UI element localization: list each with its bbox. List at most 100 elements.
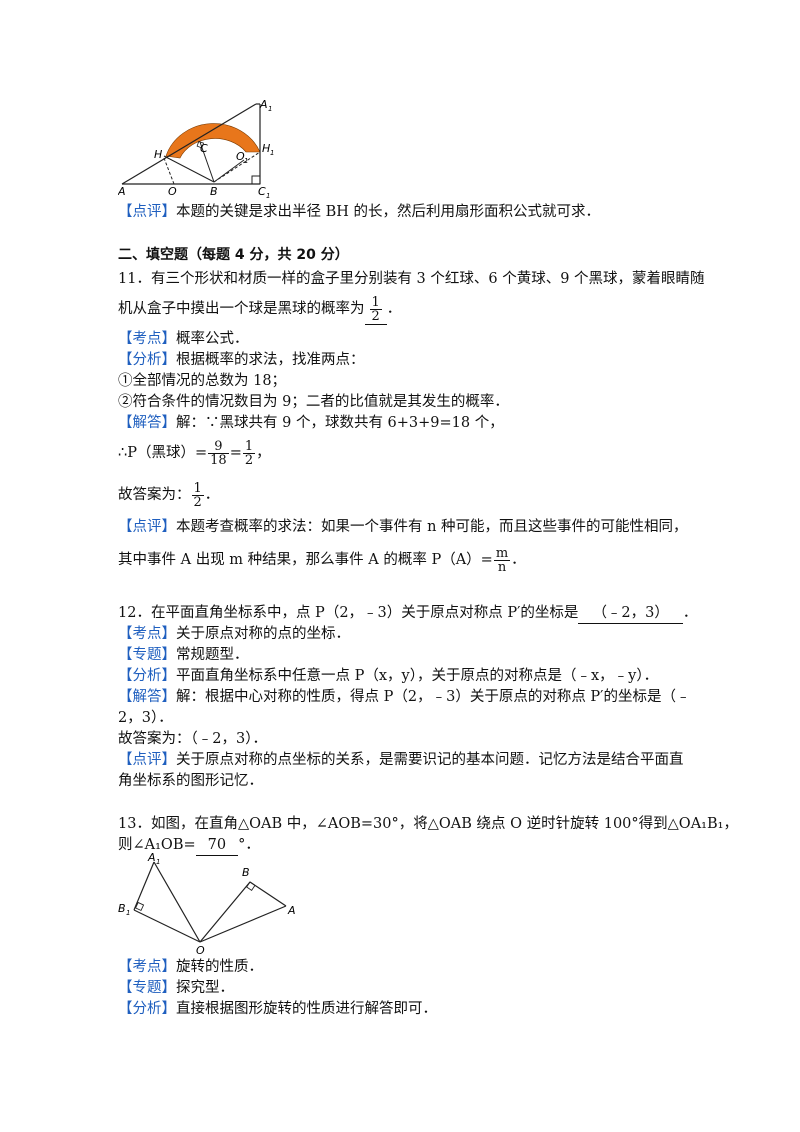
label-B1-sub: 1 (126, 909, 130, 917)
kaodian-text: 旋转的性质． (176, 959, 263, 975)
frac-num: 9 (208, 440, 229, 454)
q13-stem-line2: 则∠A₁OB=70°． (118, 835, 260, 856)
q11-jieda: 【解答】解：∵黑球共有 9 个，球数共有 6+3+9=18 个， (118, 413, 504, 433)
kaodian-tag: 【考点】 (118, 959, 176, 975)
jieda-tag: 【解答】 (118, 689, 176, 705)
q12-dianping-line2: 角坐标系的图形记忆． (118, 773, 263, 789)
frac-num: 1 (242, 438, 256, 454)
jieda-tag: 【解答】 (118, 415, 176, 431)
calc-prefix: ∴P（黑球）= (118, 445, 208, 461)
q11-end: ． (386, 301, 402, 317)
kaodian-text: 概率公式． (176, 331, 249, 347)
fenxi-tag: 【分析】 (118, 352, 176, 368)
fenxi-text: 平面直角坐标系中任意一点 P（x，y），关于原点的对称点是（﹣x，﹣y）． (176, 668, 659, 684)
q11-stem-line1: 11．有三个形状和材质一样的盒子里分别装有 3 个红球、6 个黄球、9 个黑球，… (118, 271, 705, 287)
zhuanti-tag: 【专题】 (118, 647, 176, 663)
q12-end: ． (682, 605, 698, 621)
fenxi-tag: 【分析】 (118, 668, 176, 684)
zhuanti-text: 常规题型． (176, 647, 249, 663)
label-A1-sub: 1 (156, 858, 160, 866)
label-A1-sub: 1 (268, 105, 272, 113)
label-O1-sub: 1 (244, 157, 248, 165)
q13-stem-text: 则∠A₁OB= (118, 837, 196, 853)
dianping-tag: 【点评】 (118, 752, 176, 768)
frac-den: 18 (210, 452, 227, 468)
q11-fenxi-point1: ①全部情况的总数为 18； (118, 373, 287, 389)
jieda-text: 解：∵黑球共有 9 个，球数共有 6+3+9=18 个， (176, 415, 504, 431)
label-C1-sub: 1 (266, 192, 270, 200)
label-B: B (210, 185, 218, 198)
dianping-text: 其中事件 A 出现 m 种结果，那么事件 A 的概率 P（A）= (118, 552, 493, 568)
label-O1: O (236, 150, 245, 163)
frac-den: 2 (371, 308, 380, 324)
kaodian-text: 关于原点对称的点的坐标． (176, 626, 350, 642)
q13-end: °． (238, 837, 260, 853)
q13-fenxi: 【分析】直接根据图形旋转的性质进行解答即可． (118, 999, 437, 1019)
label-A: A (287, 904, 296, 917)
label-O: O (196, 944, 205, 956)
zhuanti-text: 探究型． (176, 980, 234, 996)
section-heading: 二、填空题（每题 4 分，共 20 分） (118, 247, 349, 263)
dianping-text: 关于原点对称的点坐标的关系，是需要识记的基本问题．记忆方法是结合平面直 (176, 752, 684, 768)
label-C: C (200, 142, 208, 155)
dianping-end: ． (511, 552, 526, 568)
label-B: B (242, 866, 250, 879)
frac-den: 2 (193, 494, 202, 510)
frac-den: n (497, 559, 507, 575)
frac-num: m (493, 545, 511, 561)
geometry-figure-ring: A O B C 1 H C O 1 H 1 A 1 (118, 98, 274, 200)
q11-fenxi: 【分析】根据概率的求法，找准两点： (118, 350, 365, 370)
comment-text: 本题的关键是求出半径 BH 的长，然后利用扇形面积公式就可求． (176, 204, 601, 220)
ring-sector-shaded (165, 123, 261, 159)
label-B1: B (118, 902, 126, 915)
q12-answer: 故答案为：（﹣2，3）． (118, 731, 267, 747)
label-A1: A (147, 852, 156, 864)
label-A1: A (259, 98, 268, 111)
equals: = (229, 445, 242, 461)
q13-kaodian: 【考点】旋转的性质． (118, 957, 263, 977)
label-C1: C (258, 185, 266, 198)
q13-zhuanti: 【专题】探究型． (118, 978, 234, 998)
q12-dianping-line1: 【点评】关于原点对称的点坐标的关系，是需要识记的基本问题．记忆方法是结合平面直 (118, 750, 684, 770)
q11-kaodian: 【考点】概率公式． (118, 329, 249, 349)
calc-end: ， (256, 445, 271, 461)
q12-answer-blank: （﹣2，3） (578, 603, 683, 624)
frac-den: 2 (244, 452, 254, 468)
q12-stem-text: 12．在平面直角坐标系中，点 P（2，﹣3）关于原点对称点 P′的坐标是 (118, 605, 579, 621)
answer-end: ． (204, 487, 220, 503)
comment-tag: 【点评】 (118, 204, 176, 220)
q13-answer-blank: 70 (195, 835, 239, 856)
zhuanti-tag: 【专题】 (118, 980, 176, 996)
fenxi-text: 直接根据图形旋转的性质进行解答即可． (176, 1001, 437, 1017)
dianping-tag: 【点评】 (118, 519, 176, 535)
label-H1-sub: 1 (270, 149, 274, 157)
jieda-text: 解：根据中心对称的性质，得点 P（2，﹣3）关于原点的对称点 P′的坐标是（﹣ (176, 689, 691, 705)
q12-jieda-line2: 2，3）． (118, 710, 173, 726)
fenxi-tag: 【分析】 (118, 1001, 176, 1017)
label-O: O (168, 185, 177, 198)
fenxi-text: 根据概率的求法，找准两点： (176, 352, 365, 368)
label-H1: H (262, 142, 270, 155)
q12-jieda-line1: 【解答】解：根据中心对称的性质，得点 P（2，﹣3）关于原点的对称点 P′的坐标… (118, 687, 690, 707)
label-H: H (154, 148, 162, 161)
q13-stem-line1: 13．如图，在直角△OAB 中，∠AOB=30°，将△OAB 绕点 O 逆时针旋… (118, 816, 738, 832)
frac-num: 1 (369, 294, 382, 310)
kaodian-tag: 【考点】 (118, 331, 176, 347)
kaodian-tag: 【考点】 (118, 626, 176, 642)
q11-stem-text: 机从盒子中摸出一个球是黑球的概率为 (118, 301, 365, 317)
q12-fenxi: 【分析】平面直角坐标系中任意一点 P（x，y），关于原点的对称点是（﹣x，﹣y）… (118, 666, 658, 686)
q12-kaodian: 【考点】关于原点对称的点的坐标． (118, 624, 350, 644)
geometry-figure-rotation: A 1 B 1 O B A (118, 852, 296, 956)
frac-num: 1 (191, 480, 204, 496)
q12-zhuanti: 【专题】常规题型． (118, 645, 249, 665)
q11-fenxi-point2: ②符合条件的情况数目为 9；二者的比值就是其发生的概率． (118, 394, 509, 410)
label-A: A (118, 185, 126, 198)
answer-prefix: 故答案为： (118, 487, 191, 503)
q11-dianping-line1: 【点评】本题考查概率的求法：如果一个事件有 n 种可能，而且这些事件的可能性相同… (118, 517, 688, 537)
dianping-text: 本题考查概率的求法：如果一个事件有 n 种可能，而且这些事件的可能性相同， (176, 519, 688, 535)
